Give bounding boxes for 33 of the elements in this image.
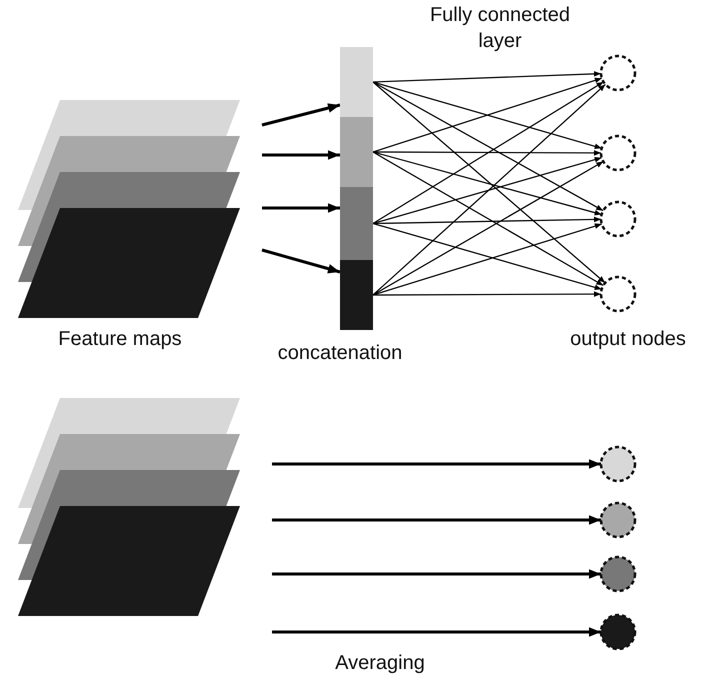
arrow [272,627,601,637]
caption: Averaging [334,651,426,676]
arrow [262,248,340,274]
output-node [599,275,637,313]
concatenation-segment [340,260,373,330]
arrow [262,103,340,126]
output-node [599,501,637,539]
arrow [372,71,602,83]
concatenation-segment [340,47,373,117]
arrow [262,150,340,160]
output-node [599,613,637,651]
arrow [372,216,602,224]
arrow [373,291,601,297]
concatenation-segment [340,187,373,260]
caption: concatenation [276,341,404,366]
arrow [272,459,601,469]
output-node [599,200,637,238]
arrow [372,156,602,224]
arrow [373,150,601,156]
caption: output nodes [569,327,687,352]
concatenation-segment [340,117,373,187]
caption: Feature maps [57,327,183,352]
arrow [372,151,602,216]
output-node [599,445,637,483]
feature-map-layer [18,506,240,616]
arrow [262,203,340,213]
output-node [599,54,637,92]
arrow [272,569,601,579]
output-node [599,555,637,593]
output-node [599,134,637,172]
arrow [272,515,601,525]
layer-title: Fully connected layer [428,3,572,54]
feature-map-layer [18,208,240,318]
